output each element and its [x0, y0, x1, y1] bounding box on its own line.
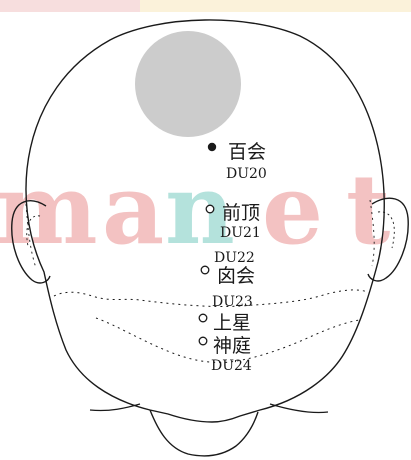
- label-qianding-code: DU21: [220, 225, 261, 241]
- label-shangxing-code: DU23: [212, 294, 253, 310]
- top-band-left: [0, 0, 140, 12]
- label-xinhui-name: 囟会: [217, 265, 255, 287]
- crown-highlight: [135, 31, 241, 137]
- svg-text:m: m: [0, 153, 98, 266]
- label-xinhui-code: DU22: [214, 250, 255, 266]
- svg-text:e: e: [262, 153, 323, 266]
- left-ear: [11, 200, 51, 284]
- svg-text:a: a: [102, 153, 164, 266]
- point-marker-shangxing: [198, 313, 208, 323]
- watermark-logo: m a n e t: [0, 153, 390, 266]
- label-qianding-name: 前顶: [222, 202, 260, 224]
- point-marker-baihui: [207, 142, 217, 152]
- label-shenting-name: 神庭: [213, 335, 251, 357]
- top-band-right: [140, 0, 411, 12]
- label-shenting-code: DU24: [211, 358, 252, 374]
- label-baihui-name: 百会: [228, 141, 266, 163]
- label-shangxing-name: 上星: [213, 312, 251, 334]
- chin: [149, 409, 259, 457]
- point-marker-shenting: [198, 336, 208, 346]
- label-baihui-code: DU20: [226, 166, 267, 182]
- hairline-upper: [53, 289, 369, 308]
- head-outline: [25, 19, 385, 423]
- point-marker-xinhui: [200, 265, 210, 275]
- point-marker-qianding: [205, 204, 215, 214]
- svg-text:n: n: [165, 153, 235, 266]
- right-ear: [367, 197, 409, 282]
- hairline-lower: [95, 317, 361, 363]
